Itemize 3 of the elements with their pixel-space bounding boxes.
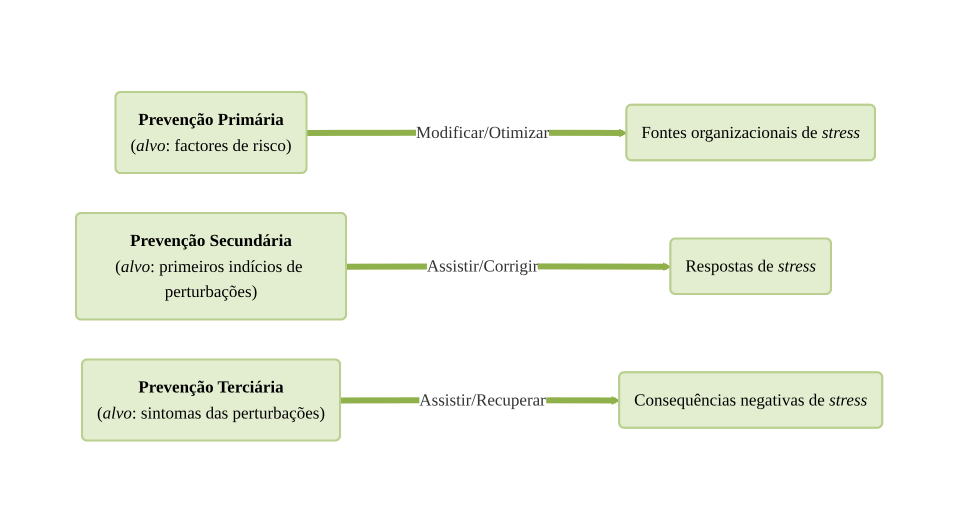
edge-label: Assistir/Corrigir (426, 256, 538, 276)
edge-label: Modificar/Otimizar (416, 122, 550, 142)
edge-label: Assistir/Recuperar (419, 390, 546, 409)
